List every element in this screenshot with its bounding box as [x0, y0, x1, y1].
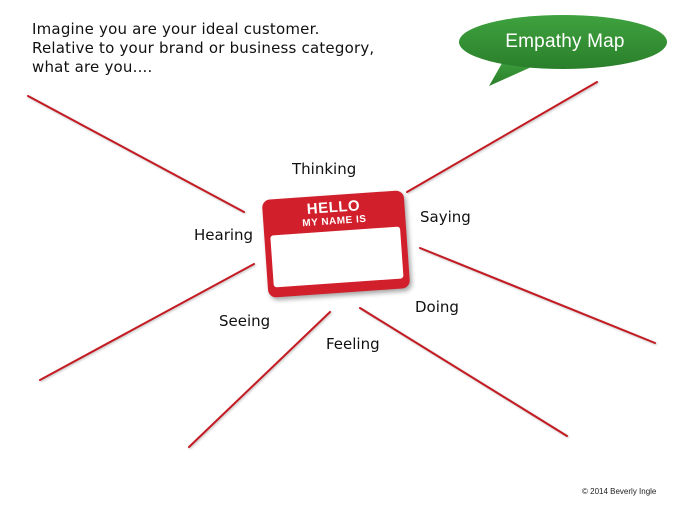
line-top-left — [27, 95, 245, 213]
label-seeing: Seeing — [219, 312, 271, 330]
label-saying: Saying — [420, 208, 471, 226]
intro-line-2: Relative to your brand or business categ… — [32, 39, 375, 57]
label-thinking: Thinking — [292, 160, 357, 178]
radiating-lines — [27, 81, 656, 448]
line-left — [39, 263, 255, 381]
line-bottom-right — [359, 307, 568, 437]
intro-line-1: Imagine you are your ideal customer. — [32, 20, 320, 38]
label-hearing: Hearing — [194, 226, 254, 244]
line-right — [419, 247, 656, 344]
speech-bubble — [459, 15, 667, 86]
label-feeling: Feeling — [326, 335, 380, 353]
empathy-map-title: Empathy Map — [505, 31, 625, 52]
hello-name-tag: HELLO MY NAME IS — [261, 190, 411, 298]
speech-bubble-body — [459, 15, 667, 69]
intro-text: Imagine you are your ideal customer. Rel… — [32, 20, 462, 77]
copyright-notice: © 2014 Beverly Ingle — [582, 487, 657, 496]
name-tag-blank-area — [270, 226, 404, 288]
line-bottom-left — [188, 311, 331, 448]
label-doing: Doing — [415, 298, 459, 316]
intro-line-3: what are you.... — [32, 58, 153, 76]
line-top-right — [406, 81, 598, 193]
